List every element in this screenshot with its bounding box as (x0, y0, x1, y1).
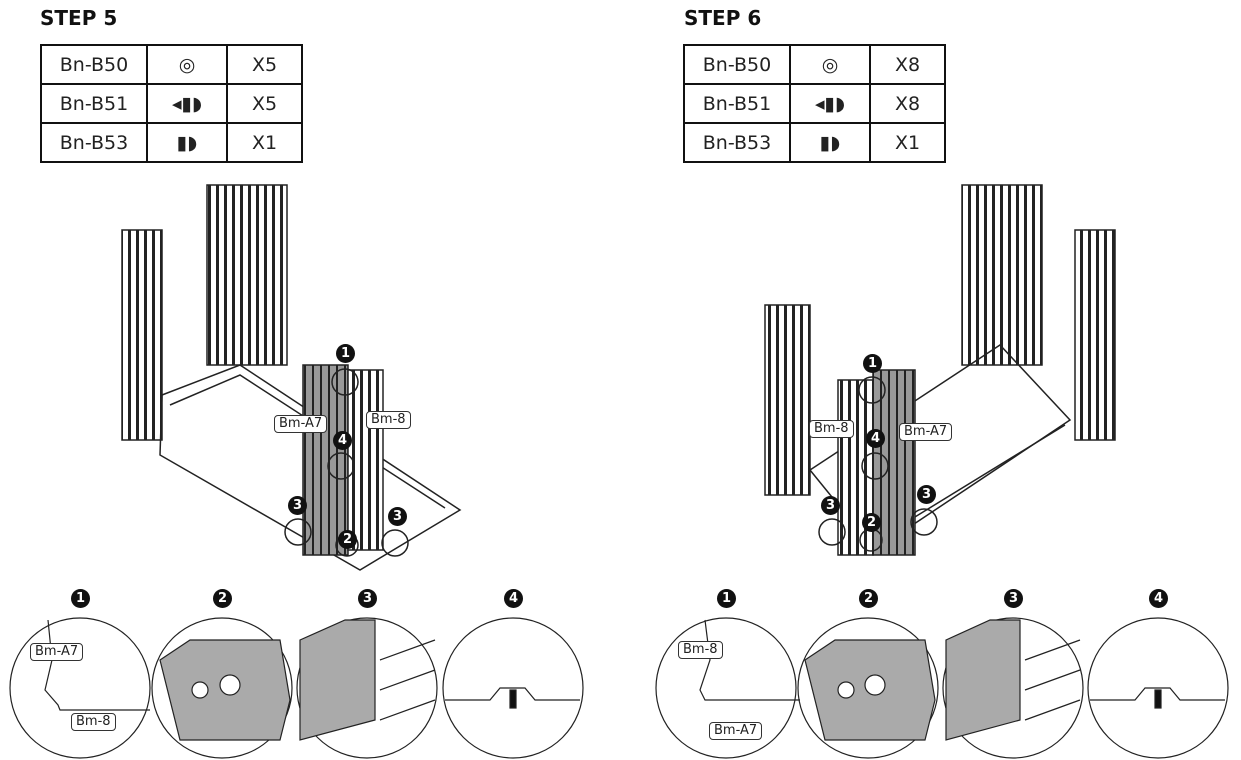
callout-number: 3 (288, 496, 307, 515)
table-row: Bn-B53▮◗X1 (40, 122, 303, 163)
table-row: Bn-B50◎X5 (40, 44, 303, 85)
step-6-title: STEP 6 (684, 6, 762, 30)
part-code: Bn-B50 (683, 44, 791, 85)
step-5-parts-table: Bn-B50◎X5 Bn-B51◂▮◗X5 Bn-B53▮◗X1 (40, 44, 303, 163)
table-row: Bn-B50◎X8 (683, 44, 946, 85)
step5-shed-illustration (121, 184, 462, 571)
detail-number: 1 (717, 589, 736, 608)
step6-shed-illustration (764, 184, 1116, 556)
part-qty: X8 (869, 83, 946, 124)
bolt-nut-icon: ▮◗ (146, 122, 228, 163)
part-label: Bm-8 (809, 420, 854, 438)
part-code: Bn-B53 (40, 122, 148, 163)
detail-number: 2 (859, 589, 878, 608)
detail-label: Bm-A7 (709, 722, 763, 740)
step-6-parts-table: Bn-B50◎X8 Bn-B51◂▮◗X8 Bn-B53▮◗X1 (683, 44, 946, 163)
callout-number: 4 (866, 429, 885, 448)
callout-number: 3 (821, 496, 840, 515)
part-label: Bm-8 (366, 411, 411, 429)
step6-detail-4 (1087, 617, 1229, 759)
callout-number: 3 (917, 485, 936, 504)
callout-number: 2 (862, 513, 881, 532)
callout-number: 2 (338, 530, 357, 549)
callout-number: 3 (388, 507, 407, 526)
part-qty: X5 (226, 44, 303, 85)
part-qty: X8 (869, 44, 946, 85)
part-qty: X5 (226, 83, 303, 124)
screw-icon: ◂▮◗ (789, 83, 871, 124)
step6-detail-2 (797, 617, 939, 759)
callout-number: 1 (863, 354, 882, 373)
washer-icon: ◎ (789, 44, 871, 85)
step5-detail-2 (151, 617, 293, 759)
part-code: Bn-B51 (683, 83, 791, 124)
step-5-title: STEP 5 (40, 6, 118, 30)
detail-label: Bm-8 (71, 713, 116, 731)
detail-label: Bm-8 (678, 641, 723, 659)
step5-detail-1 (9, 617, 151, 759)
part-label: Bm-A7 (274, 415, 328, 433)
detail-label: Bm-A7 (30, 643, 84, 661)
bolt-nut-icon: ▮◗ (789, 122, 871, 163)
step5-detail-4 (442, 617, 584, 759)
part-code: Bn-B51 (40, 83, 148, 124)
detail-number: 4 (504, 589, 523, 608)
part-code: Bn-B50 (40, 44, 148, 85)
detail-number: 3 (358, 589, 377, 608)
detail-number: 4 (1149, 589, 1168, 608)
callout-number: 4 (333, 431, 352, 450)
table-row: Bn-B51◂▮◗X8 (683, 83, 946, 124)
part-code: Bn-B53 (683, 122, 791, 163)
part-qty: X1 (226, 122, 303, 163)
washer-icon: ◎ (146, 44, 228, 85)
screw-icon: ◂▮◗ (146, 83, 228, 124)
step5-detail-3 (296, 617, 438, 759)
callout-number: 1 (336, 344, 355, 363)
part-qty: X1 (869, 122, 946, 163)
table-row: Bn-B51◂▮◗X5 (40, 83, 303, 124)
step6-detail-3 (942, 617, 1084, 759)
detail-number: 3 (1004, 589, 1023, 608)
part-label: Bm-A7 (899, 423, 953, 441)
detail-number: 2 (213, 589, 232, 608)
table-row: Bn-B53▮◗X1 (683, 122, 946, 163)
detail-number: 1 (71, 589, 90, 608)
